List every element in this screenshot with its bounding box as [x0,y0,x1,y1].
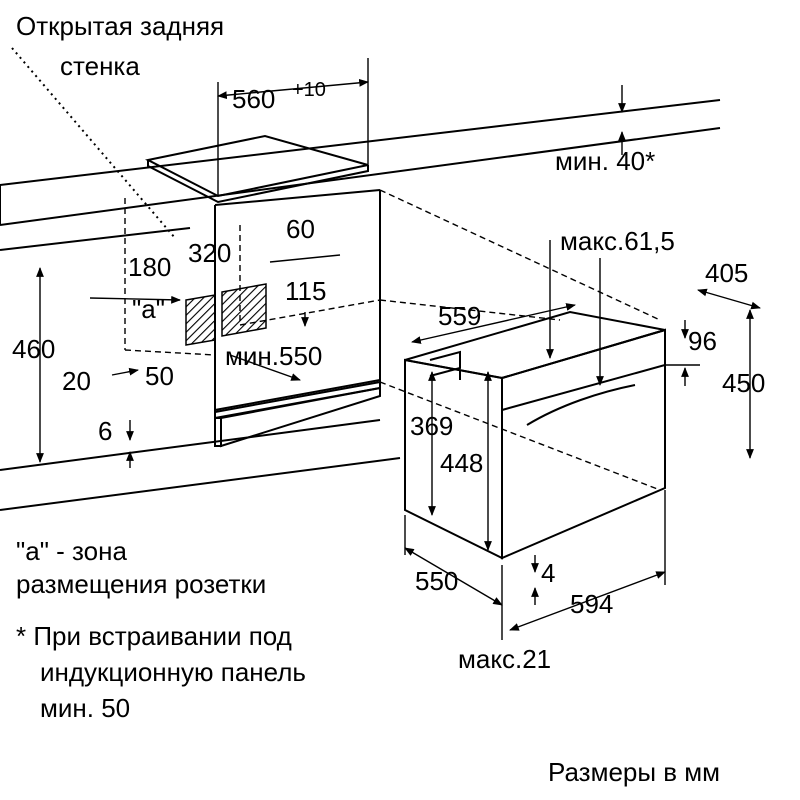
label-min-550: мин.550 [225,341,322,371]
label-20: 20 [62,366,91,396]
label-560-tolerance: +10 [292,79,326,101]
label-60: 60 [286,214,315,244]
label-4: 4 [541,558,555,588]
label-115: 115 [285,276,326,306]
plinth-lines [0,419,401,511]
label-560: 560 [232,84,275,114]
note-induction-line3: мин. 50 [40,693,131,723]
units-note: Размеры в мм [548,757,721,787]
label-550: 550 [415,566,458,596]
label-320: 320 [188,238,231,268]
label-180: 180 [128,252,171,282]
note-zone-line1: "a" - зона [16,536,127,566]
label-594: 594 [570,589,613,619]
open-back-wall-line2: стенка [60,51,140,81]
note-zone-line2: размещения розетки [16,569,267,599]
label-405: 405 [705,258,748,288]
label-96: 96 [688,326,717,356]
dimension-labels: 560 +10 мин. 40* 60 180 320 115 "a" 460 … [12,79,765,674]
socket-zone-a [185,283,267,346]
label-559: 559 [438,301,481,331]
label-50: 50 [145,361,174,391]
note-induction-line2: индукционную панель [40,657,306,687]
label-min-40: мин. 40* [555,146,655,176]
label-369: 369 [410,411,453,441]
label-450: 450 [722,368,765,398]
label-max-21: макс.21 [458,644,551,674]
label-460: 460 [12,334,55,364]
open-back-wall-line1: Открытая задняя [16,11,225,41]
dimension-lines [36,58,761,640]
label-zone-a: "a" [132,294,165,324]
note-induction-line1: * При встраивании под [16,621,292,651]
label-max-61-5: макс.61,5 [560,226,675,256]
countertop [0,99,721,251]
label-448: 448 [440,448,483,478]
label-6: 6 [98,416,112,446]
